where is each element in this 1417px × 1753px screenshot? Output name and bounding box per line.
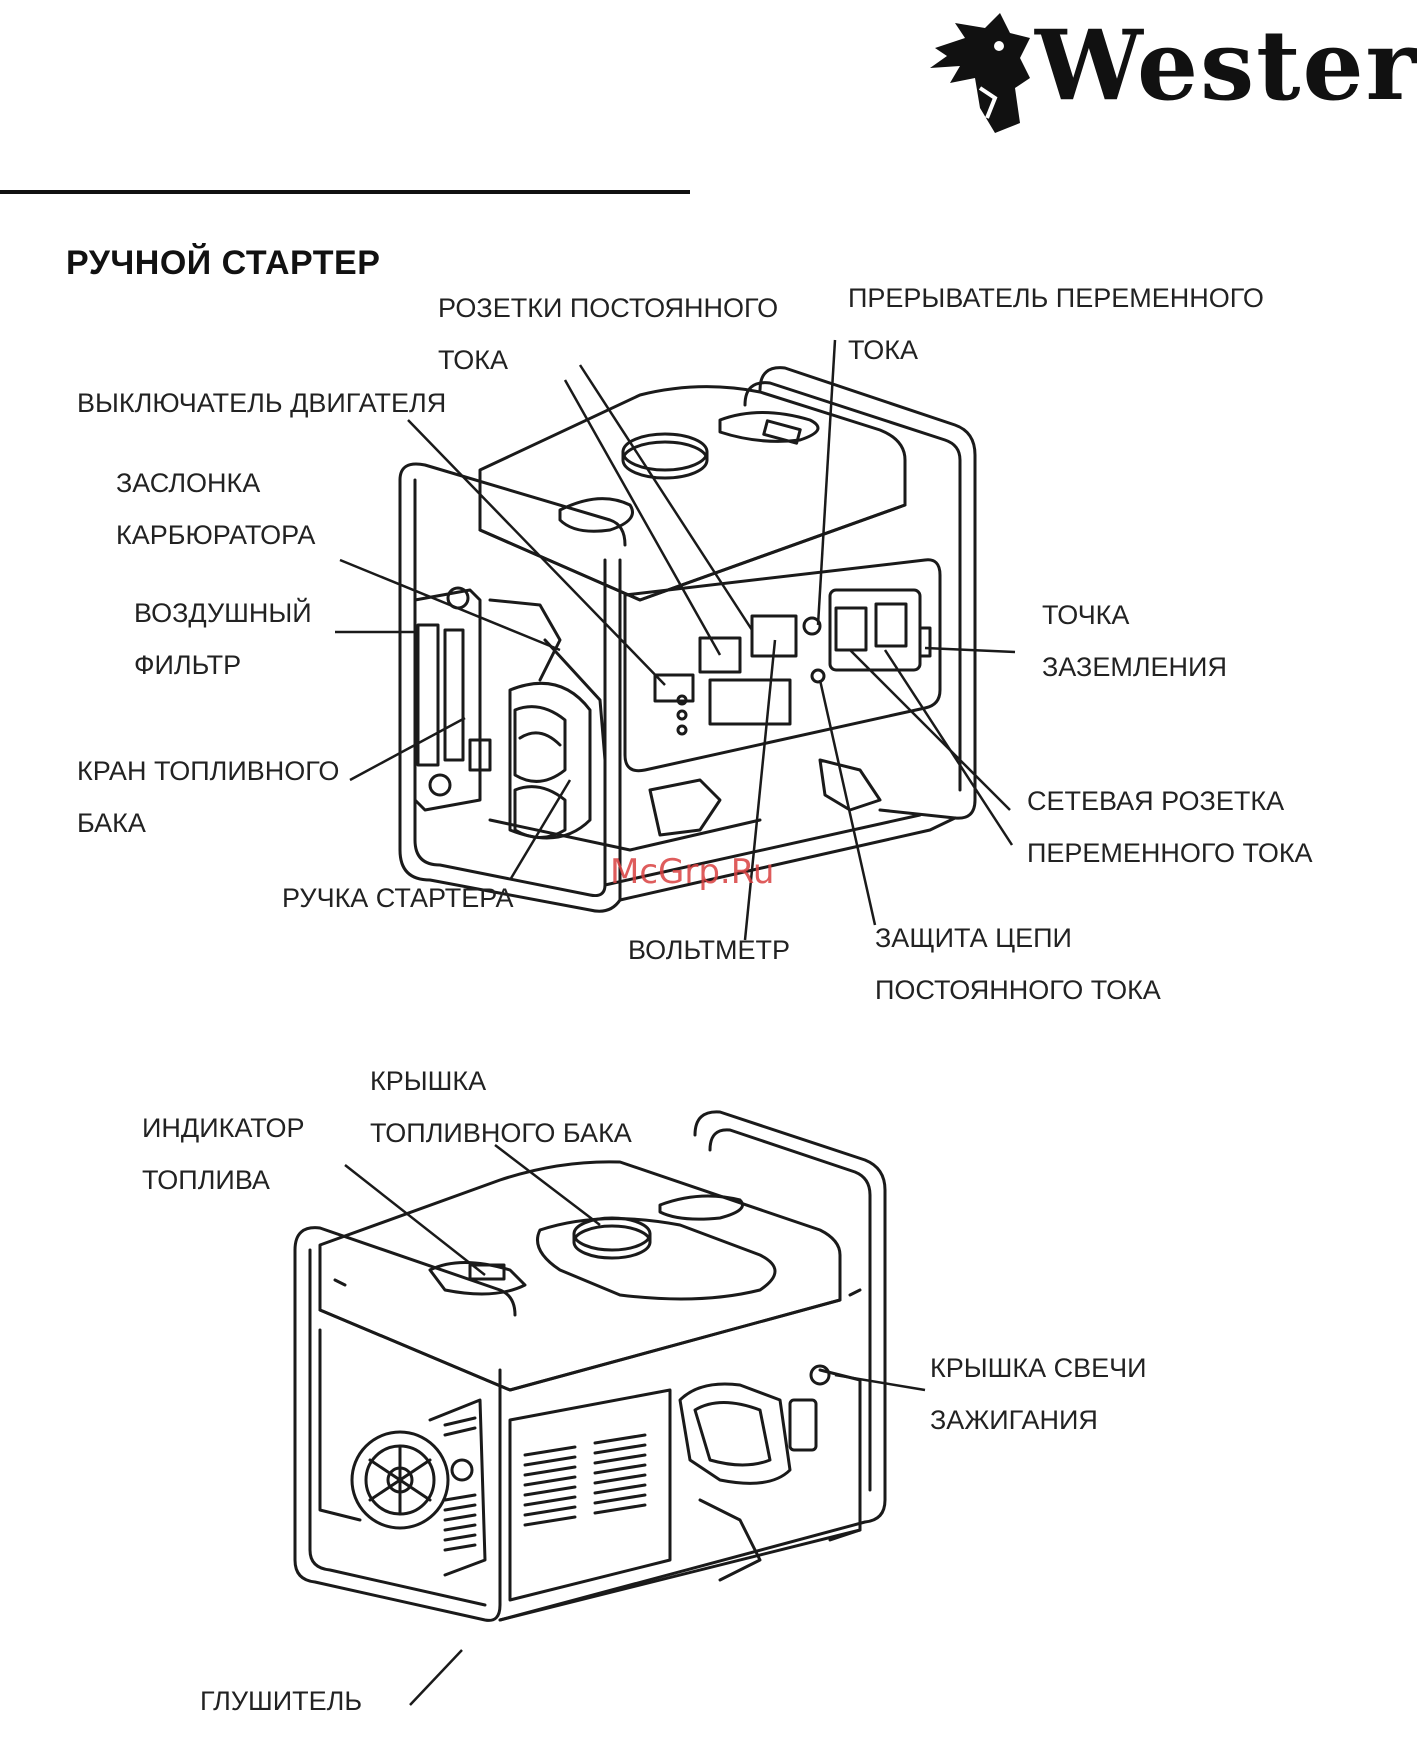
label-muffler: ГЛУШИТЕЛЬ xyxy=(200,1686,363,1716)
label-dc-sockets-line1: РОЗЕТКИ ПОСТОЯННОГО xyxy=(438,293,779,323)
label-air-filter-line1: ВОЗДУШНЫЙ xyxy=(134,598,312,628)
watermark: McGrp.Ru xyxy=(610,852,775,892)
label-tank-cap-line1: КРЫШКА xyxy=(370,1066,487,1096)
label-dc-protection-line2: ПОСТОЯННОГО ТОКА xyxy=(875,975,1161,1005)
label-fuel-valve-line1: КРАН ТОПЛИВНОГО xyxy=(77,756,340,786)
top-generator-illustration xyxy=(398,366,977,913)
label-ground-line1: ТОЧКА xyxy=(1042,600,1130,630)
eagle-head-icon xyxy=(930,13,1030,133)
label-ac-socket-line2: ПЕРЕМЕННОГО ТОКА xyxy=(1027,838,1313,868)
label-starter-handle: РУЧКА СТАРТЕРА xyxy=(282,883,514,913)
label-choke-line1: ЗАСЛОНКА xyxy=(116,468,261,498)
label-spark-cap-line1: КРЫШКА СВЕЧИ xyxy=(930,1353,1147,1383)
brand-logo: Wester xyxy=(925,8,1416,138)
label-fuel-gauge-line2: ТОПЛИВА xyxy=(142,1165,270,1195)
label-voltmeter: ВОЛЬТМЕТР xyxy=(628,935,791,965)
label-fuel-valve-line2: БАКА xyxy=(77,808,146,838)
label-air-filter-line2: ФИЛЬТР xyxy=(134,650,242,680)
label-choke-line2: КАРБЮРАТОРА xyxy=(116,520,316,550)
label-ground-line2: ЗАЗЕМЛЕНИЯ xyxy=(1042,652,1227,682)
label-spark-cap-line2: ЗАЖИГАНИЯ xyxy=(930,1405,1098,1435)
header-rule xyxy=(0,190,690,194)
label-ac-socket-line1: СЕТЕВАЯ РОЗЕТКА xyxy=(1027,786,1285,816)
leader-lines xyxy=(335,339,1016,1706)
label-fuel-gauge-line1: ИНДИКАТОР xyxy=(142,1113,305,1143)
label-dc-sockets-line2: ТОКА xyxy=(438,345,509,375)
brand-name: Wester xyxy=(1035,9,1417,122)
section-heading: РУЧНОЙ СТАРТЕР xyxy=(66,244,381,282)
label-engine-switch: ВЫКЛЮЧАТЕЛЬ ДВИГАТЕЛЯ xyxy=(77,388,447,418)
label-dc-protection-line1: ЗАЩИТА ЦЕПИ xyxy=(875,923,1072,953)
bottom-generator-illustration xyxy=(293,1110,887,1622)
label-ac-breaker-line2: ТОКА xyxy=(848,335,919,365)
label-tank-cap-line2: ТОПЛИВНОГО БАКА xyxy=(370,1118,632,1148)
label-ac-breaker-line1: ПРЕРЫВАТЕЛЬ ПЕРЕМЕННОГО xyxy=(848,283,1264,313)
